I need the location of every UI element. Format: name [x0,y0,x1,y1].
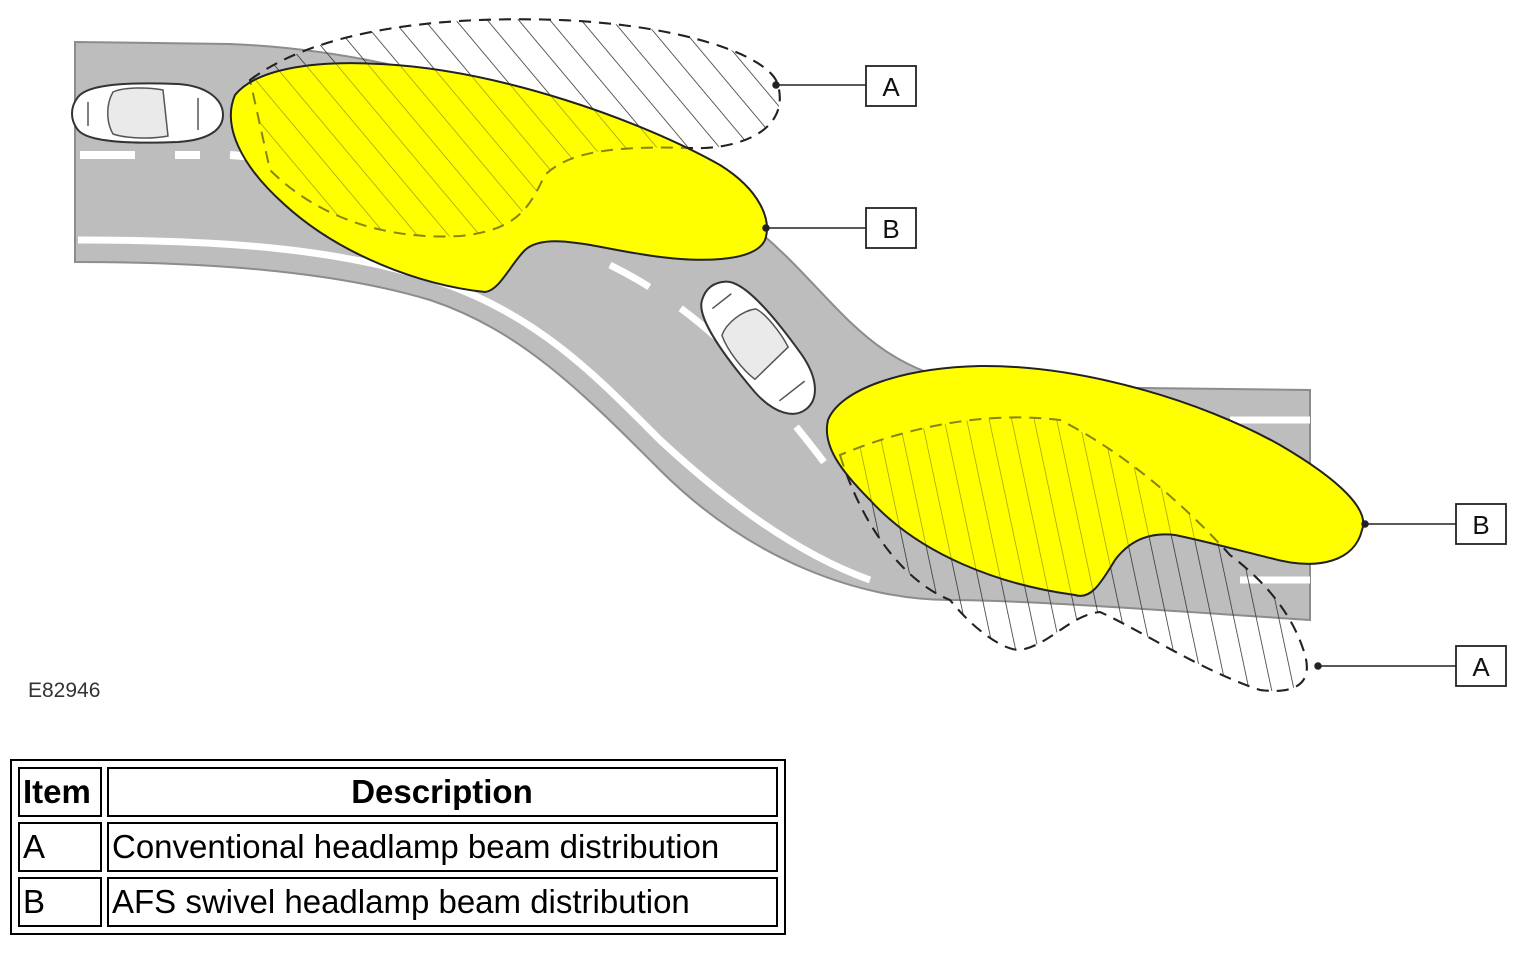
legend-header-row: Item Description [18,767,778,817]
callout-leaders [762,81,1456,670]
afs-beam-lower-hatch-overlap [838,416,1308,692]
legend-table: Item Description A Conventional headlamp… [10,759,786,935]
figure-id: E82946 [28,679,100,702]
lane-marking-center [608,261,833,473]
legend-row: B AFS swivel headlamp beam distribution [18,877,778,927]
car-left [71,82,225,144]
callout-b-upper: B [865,207,917,249]
beam-distribution-diagram: A B B A E82946 [28,18,1507,702]
callout-a-upper: A [865,65,917,107]
legend-header-description: Description [107,767,778,817]
legend-row-item: B [18,877,102,927]
callout-b-upper-label: B [882,214,899,244]
callout-b-lower: B [1455,503,1507,545]
legend-row-description: Conventional headlamp beam distribution [107,822,778,872]
legend-row-item: A [18,822,102,872]
car-middle [700,280,816,415]
callout-a-upper-label: A [882,72,900,102]
road-edge-line-inner [77,236,872,584]
legend-row-description: AFS swivel headlamp beam distribution [107,877,778,927]
legend-row: A Conventional headlamp beam distributio… [18,822,778,872]
legend-header-item: Item [18,767,102,817]
afs-beam-upper-hatch-overlap [248,18,781,238]
callout-b-lower-label: B [1472,510,1489,540]
callout-a-lower-label: A [1472,652,1490,682]
callout-a-lower: A [1455,645,1507,687]
